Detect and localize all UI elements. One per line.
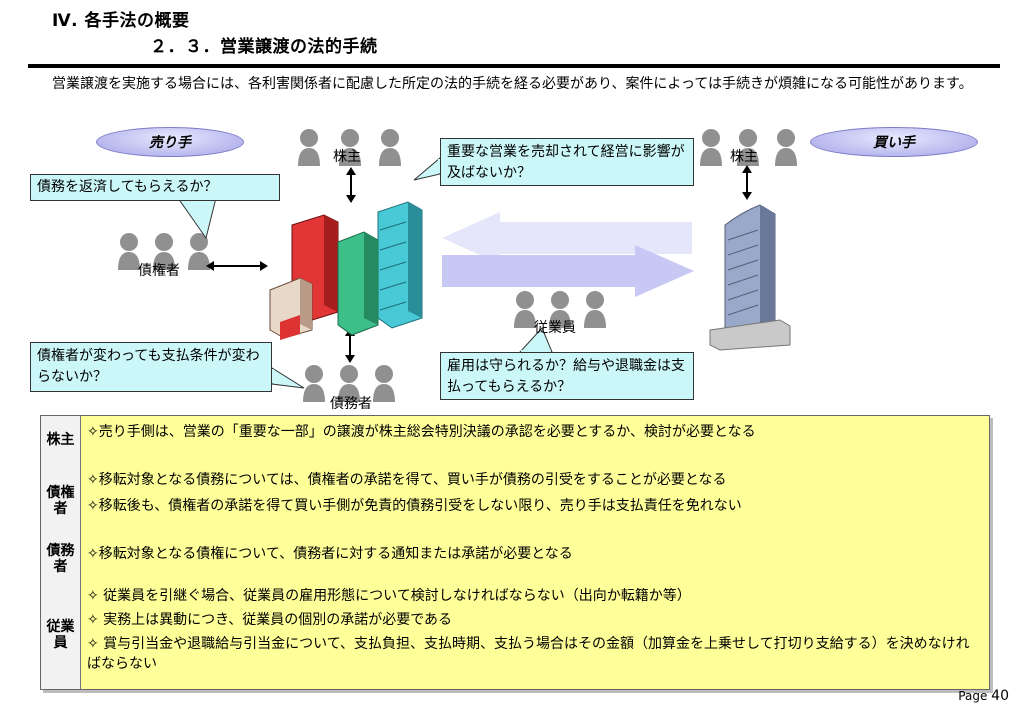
shareholder-right-label: 株主 [730, 149, 758, 165]
page-prefix: Page [958, 689, 988, 703]
row-body-debtor: ✧移転対象となる債権について、債務者に対する通知または承諾が必要となる [81, 538, 989, 580]
debtor-label: 債務者 [330, 396, 372, 412]
seller-pill: 売り手 [96, 127, 244, 157]
bullet: ✧売り手側は、営業の「重要な一部」の譲渡が株主総会特別決議の承認を必要とするか、… [87, 424, 756, 440]
table-row-employee: 従業員 ✧ 従業員を引継ぐ場合、従業員の雇用形態について検討しなければならない（… [41, 580, 989, 689]
page-subtitle: ２．３．営業譲渡の法的手続 [150, 37, 378, 57]
title-rule [28, 64, 1000, 68]
employee-label: 従業員 [534, 320, 576, 336]
bullet: ✧ 実務上は異動につき、従業員の個別の承諾が必要である [87, 612, 453, 628]
table-row-shareholder: 株主 ✧売り手側は、営業の「重要な一部」の譲渡が株主総会特別決議の承認を必要とす… [41, 416, 989, 465]
callout-creditor-terms: 債権者が変わっても支払条件が変わらないか？ [30, 342, 272, 392]
table-row-debtor: 債務者 ✧移転対象となる債権について、債務者に対する通知または承諾が必要となる [41, 538, 989, 581]
table-row-creditor: 債権者 ✧移転対象となる債務については、債権者の承諾を得て、買い手が債務の引受を… [41, 464, 989, 539]
seller-label: 売り手 [149, 135, 191, 151]
intro-text: 営業譲渡を実施する場合には、各利害関係者に配慮した所定の法的手続を経る必要があり… [52, 76, 973, 92]
page-number-value: 40 [991, 688, 1009, 704]
row-body-creditor: ✧移転対象となる債務については、債権者の承諾を得て、買い手が債務の引受をすること… [81, 464, 989, 538]
bullet: ✧移転対象となる債務については、債権者の承諾を得て、買い手が債務の引受をすること… [87, 472, 727, 488]
row-header-shareholder: 株主 [41, 416, 81, 464]
callout-creditor-repayment: 債務を返済してもらえるか？ [30, 174, 280, 201]
row-header-creditor: 債権者 [41, 464, 81, 538]
bullet: ✧ 賞与引当金や退職給与引当金について、支払負担、支払時期、支払う場合はその金額… [87, 636, 970, 672]
row-body-shareholder: ✧売り手側は、営業の「重要な一部」の譲渡が株主総会特別決議の承認を必要とするか、… [81, 416, 989, 464]
arrow-right-icon [442, 245, 694, 297]
creditor-label: 債権者 [138, 263, 180, 279]
arrow-left-icon [442, 212, 692, 264]
callout-shareholder: 重要な営業を売却されて経営に影響が及ばないか？ [440, 138, 694, 186]
row-body-employee: ✧ 従業員を引継ぐ場合、従業員の雇用形態について検討しなければならない（出向か転… [81, 580, 989, 689]
callout-employee: 雇用は守られるか？給与や退職金は支払ってもらえるか？ [440, 352, 694, 400]
connector-arrows [206, 165, 752, 363]
procedure-table: 株主 ✧売り手側は、営業の「重要な一部」の譲渡が株主総会特別決議の承認を必要とす… [40, 415, 990, 690]
bullet: ✧ 従業員を引継ぐ場合、従業員の雇用形態について検討しなければならない（出向か転… [87, 588, 691, 604]
row-header-employee: 従業員 [41, 580, 81, 689]
seller-buildings-icon [269, 201, 423, 340]
shareholder-left-label: 株主 [333, 149, 361, 165]
bullet: ✧移転後も、債権者の承諾を得て買い手側が免責的債務引受をしない限り、売り手は支払… [87, 498, 742, 514]
bullet: ✧移転対象となる債権について、債務者に対する通知または承諾が必要となる [87, 546, 573, 562]
page-title: Ⅳ. 各手法の概要 [52, 11, 190, 31]
page-number: Page 40 [958, 688, 1009, 704]
buyer-label: 買い手 [873, 135, 915, 151]
row-header-debtor: 債務者 [41, 538, 81, 580]
buyer-tower-icon [709, 204, 791, 351]
buyer-pill: 買い手 [810, 127, 978, 157]
